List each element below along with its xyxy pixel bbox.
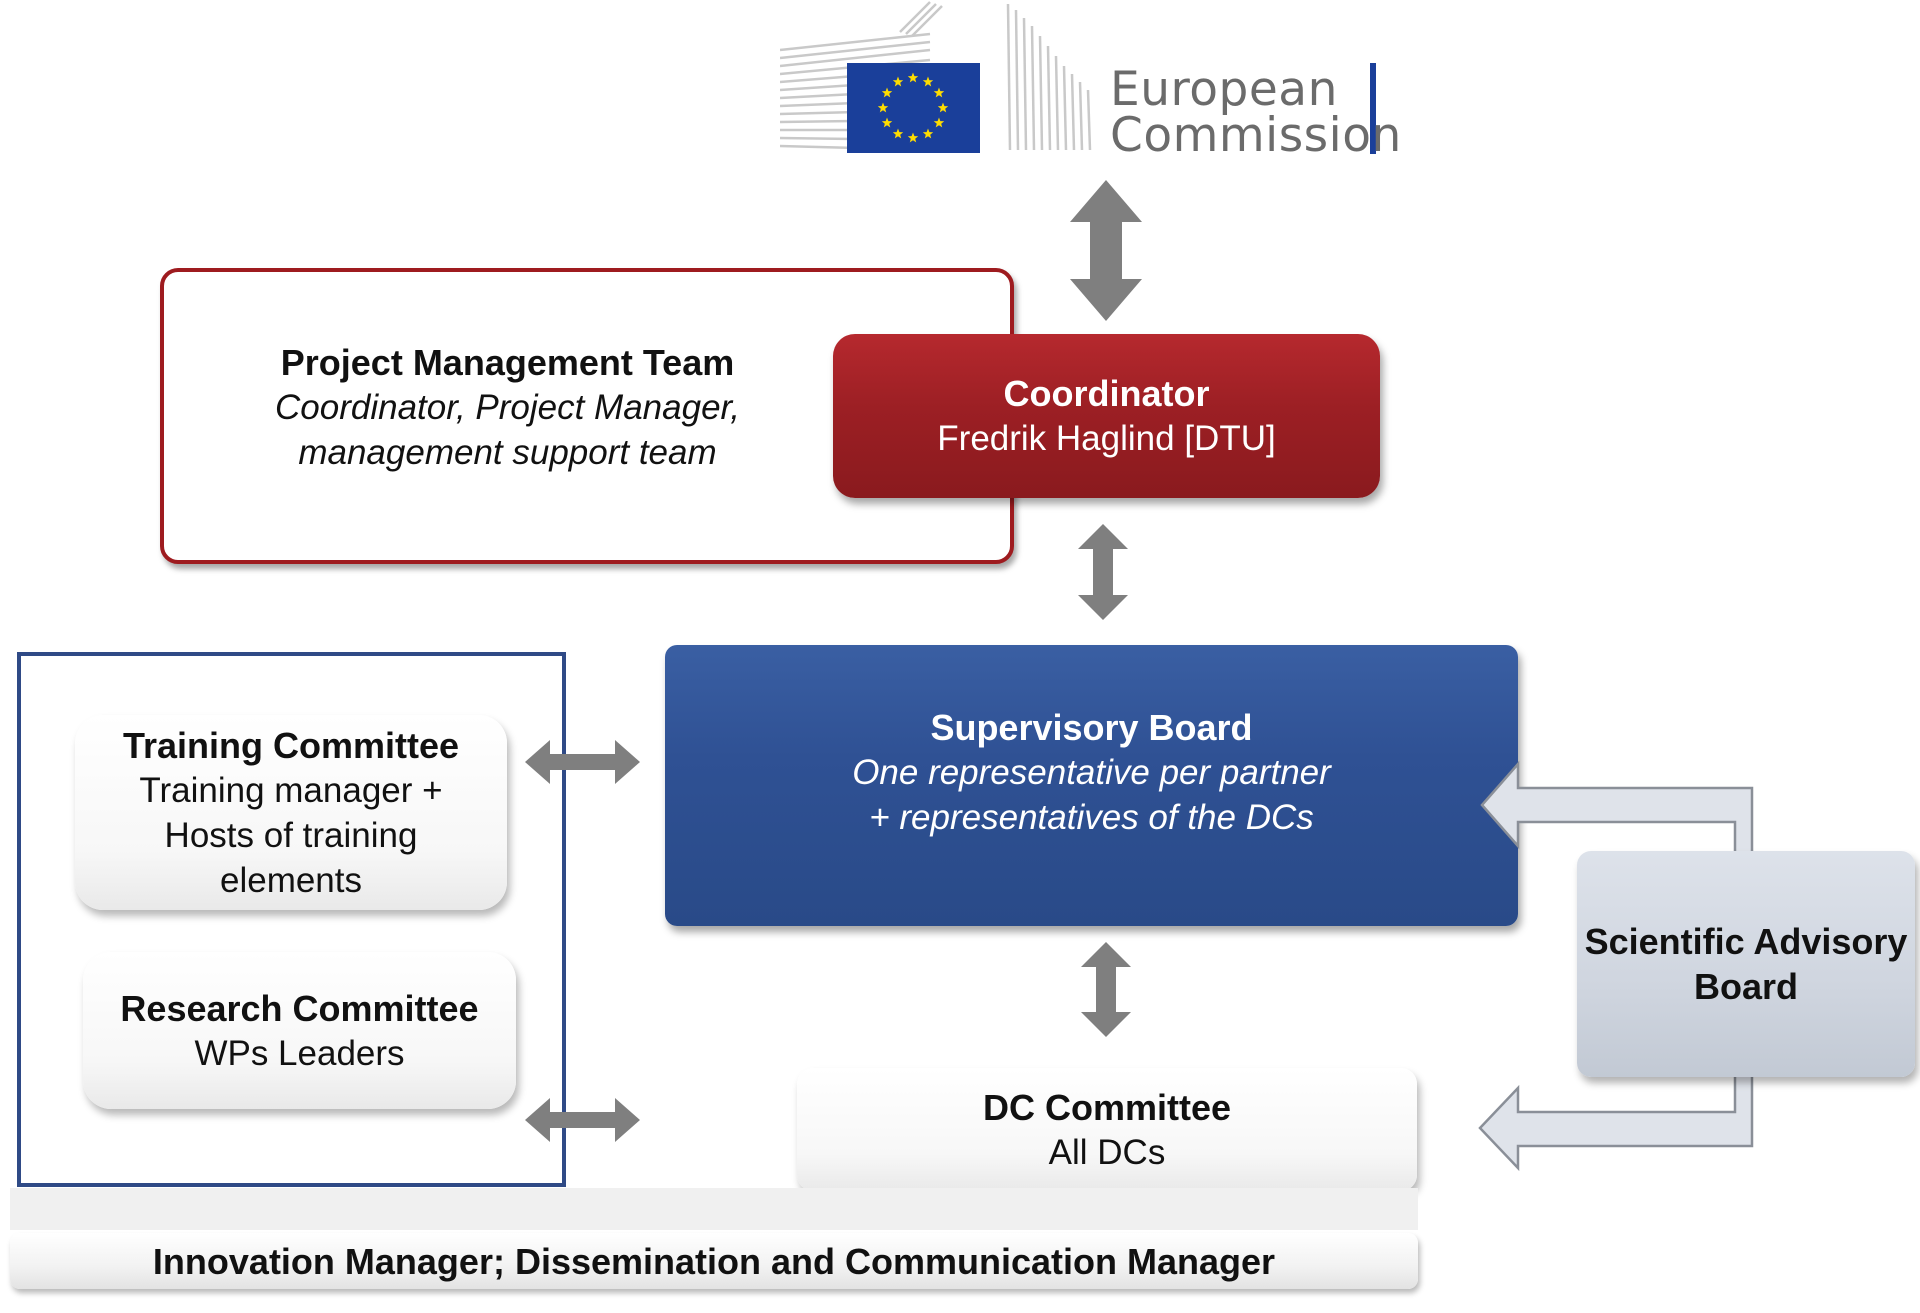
- eu-star: [933, 87, 945, 98]
- coordinator-box: Coordinator Fredrik Haglind [DTU]: [833, 334, 1380, 498]
- double-arrow-board-dc: [1081, 942, 1131, 1037]
- supervisory-board-box: [665, 645, 1518, 926]
- committees-group-outline: [17, 652, 566, 1187]
- eu-star: [881, 117, 893, 128]
- research-committee-title: Research Committee: [120, 987, 479, 1029]
- double-arrow-coordinator-board: [1078, 524, 1128, 620]
- eu-star: [937, 102, 949, 113]
- berlaymont-building-icon: [779, 1, 1376, 154]
- logo-text-commission: Commission: [1110, 108, 1402, 163]
- eu-star: [881, 87, 893, 98]
- supervisory-board-text: Supervisory Board One representative per…: [665, 705, 1518, 840]
- project-management-team-line1: Coordinator, Project Manager,: [275, 388, 740, 427]
- scientific-advisory-board-line2: Board: [1693, 966, 1798, 1007]
- eu-star: [933, 117, 945, 128]
- scientific-advisory-board-line1: Scientific Advisory: [1584, 921, 1908, 962]
- logo-separator-bar: [1370, 63, 1376, 154]
- supervisory-board-line1: One representative per partner: [852, 753, 1331, 792]
- scientific-advisory-board-box: Scientific Advisory Board: [1577, 851, 1915, 1077]
- double-arrow-training-board: [525, 740, 640, 784]
- eu-star: [922, 128, 934, 139]
- eu-star: [907, 72, 919, 83]
- training-committee-line2: Hosts of training: [164, 815, 418, 855]
- coordinator-title: Coordinator: [1003, 373, 1210, 414]
- supervisory-board-line2: + representatives of the DCs: [869, 798, 1314, 837]
- research-committee-line1: WPs Leaders: [194, 1033, 405, 1073]
- project-management-team-line2: management support team: [298, 433, 717, 472]
- eu-star: [892, 76, 904, 87]
- eu-star: [892, 128, 904, 139]
- training-committee-title: Training Committee: [122, 724, 460, 766]
- eu-stars-icon: [877, 72, 949, 143]
- training-committee-line1: Training manager +: [139, 770, 443, 810]
- double-arrow-ec-coordinator: [1070, 180, 1142, 321]
- training-committee-line3: elements: [219, 860, 363, 900]
- project-management-team-text: Project Management Team Coordinator, Pro…: [230, 340, 785, 475]
- eu-star: [877, 102, 889, 113]
- eu-star: [907, 132, 919, 143]
- innovation-manager-text: Innovation Manager; Dissemination and Co…: [152, 1240, 1276, 1282]
- double-arrow-research-dc: [525, 1098, 640, 1142]
- dc-committee-line1: All DCs: [1048, 1132, 1166, 1172]
- supervisory-board-title: Supervisory Board: [930, 707, 1253, 748]
- european-commission-logo: European Commission: [779, 0, 1401, 163]
- innovation-band-background: [10, 1188, 1418, 1230]
- coordinator-name: Fredrik Haglind [DTU]: [937, 419, 1276, 458]
- training-committee-box: Training Committee Training manager + Ho…: [75, 715, 507, 910]
- sab-arrow-to-dc: [1478, 1058, 1754, 1172]
- eu-star: [922, 76, 934, 87]
- innovation-manager-bar: Innovation Manager; Dissemination and Co…: [10, 1233, 1418, 1289]
- dc-committee-title: DC Committee: [982, 1086, 1232, 1128]
- dc-committee-box: DC Committee All DCs: [797, 1068, 1417, 1191]
- research-committee-box: Research Committee WPs Leaders: [83, 952, 516, 1109]
- project-management-team-title: Project Management Team: [280, 342, 735, 383]
- logo-text-european: European: [1110, 62, 1338, 117]
